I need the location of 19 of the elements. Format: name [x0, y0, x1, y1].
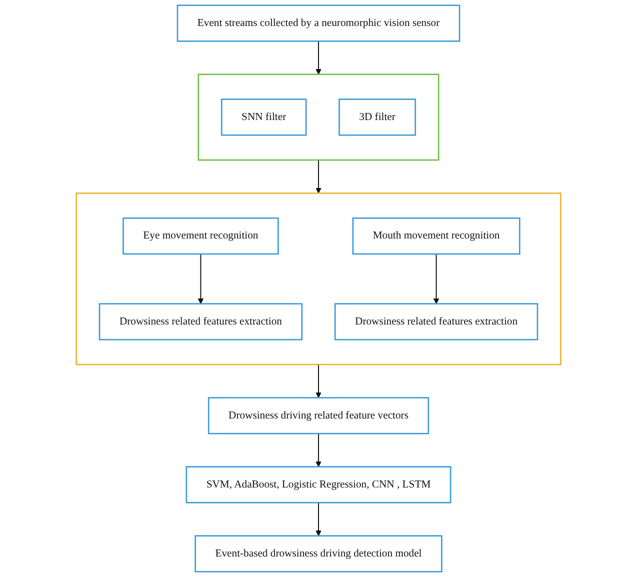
arrow: [433, 253, 440, 304]
arrow: [316, 160, 322, 194]
node-box: SVM, AdaBoost, Logistic Regression, CNN , LSTM: [186, 466, 452, 504]
node-box: Mouth movement recognition: [352, 217, 520, 255]
arrow: [316, 502, 322, 536]
arrow: [198, 253, 204, 304]
node-box: 3D filter: [338, 98, 416, 136]
node-box: Drowsiness related features extraction: [98, 303, 303, 340]
node-box: SNN filter: [220, 98, 307, 136]
cluster: [198, 74, 440, 161]
node-box: Eye movement recognition: [122, 217, 279, 255]
node-box: Drowsiness driving related feature vectors: [208, 397, 430, 434]
cluster: [76, 192, 562, 366]
arrow: [316, 433, 322, 468]
arrow: [316, 40, 322, 75]
node-box: Event streams collected by a neuromorphic vision sensor: [176, 4, 460, 42]
node-box: Drowsiness related features extraction: [334, 303, 538, 340]
arrow: [316, 364, 322, 398]
node-box: Event-based drowsiness driving detection model: [194, 535, 442, 572]
